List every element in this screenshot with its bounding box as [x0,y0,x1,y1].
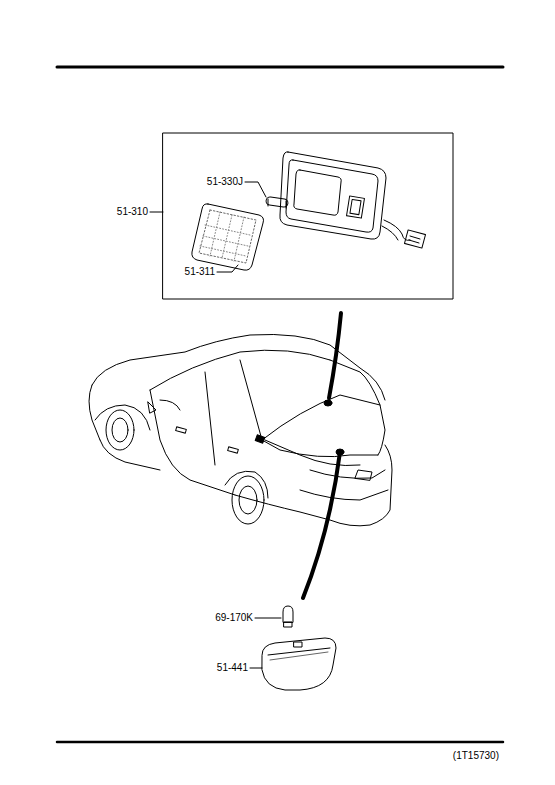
car-body [89,334,392,525]
lamp-housing [280,152,426,248]
part-number: 69-170K [214,612,254,624]
inset-frame [163,133,453,299]
leader-line [250,668,262,669]
wedge-bulb [283,606,293,627]
leader-line [150,212,163,213]
leader-line [255,618,281,619]
leader-line [217,265,238,272]
part-number: 51-311 [184,266,216,278]
festoon-bulb [266,197,289,208]
part-number: 51-330J [206,176,244,188]
footer-rule [57,741,503,744]
part-number: 51-441 [216,662,249,674]
pointer-line [329,313,341,398]
part-number: 51-310 [116,206,149,218]
leader-line [245,182,266,197]
license-lamp-lens [262,638,336,690]
pointer-line [303,452,340,598]
figure-code: (1T15730) [452,750,500,762]
lamp-lens [192,204,264,270]
header-rule [57,66,503,69]
